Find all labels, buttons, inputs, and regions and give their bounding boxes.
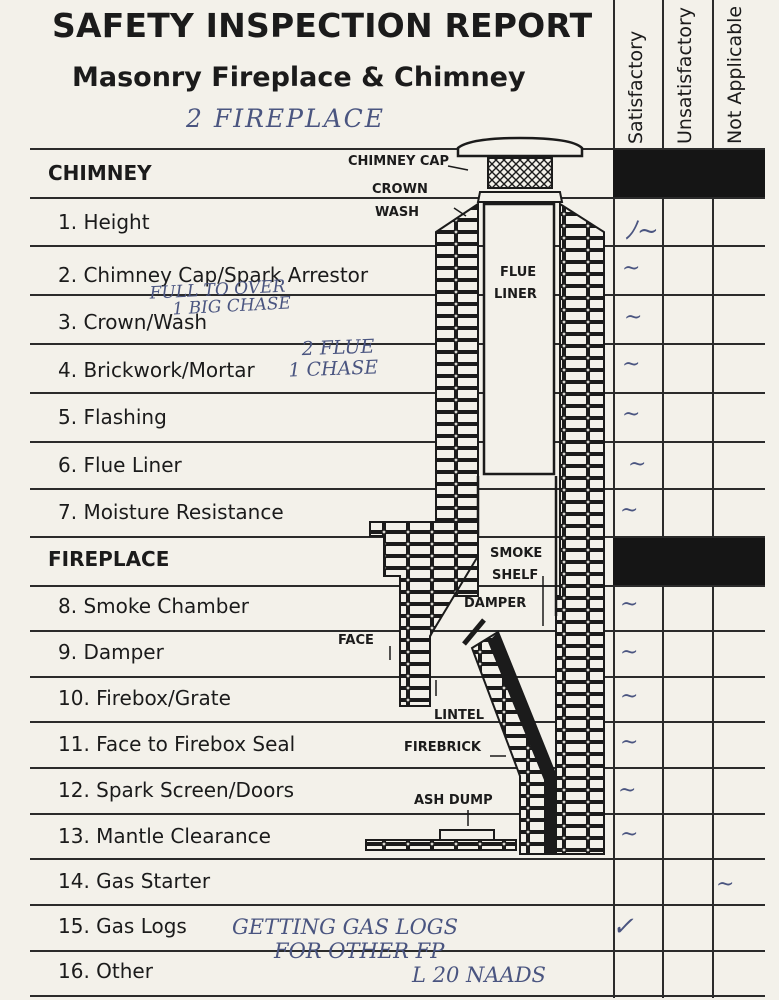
check-mark-crown: ~ bbox=[624, 305, 643, 330]
row-divider bbox=[30, 813, 765, 815]
handwritten-note-gas-logs: GETTING GAS LOGS FOR OTHER FP L 20 NAADS bbox=[232, 915, 546, 987]
row-label-damper: 9. Damper bbox=[58, 640, 164, 664]
diagram-label-shelf: SHELF bbox=[492, 568, 539, 583]
column-divider bbox=[712, 0, 714, 998]
handwritten-top-note: 2 FIREPLACE bbox=[186, 104, 386, 133]
diagram-label-liner: LINER bbox=[494, 287, 537, 302]
diagram-label-flue: FLUE bbox=[500, 265, 537, 280]
column-divider bbox=[613, 0, 615, 998]
row-divider bbox=[30, 392, 765, 394]
row-divider bbox=[30, 950, 765, 952]
row-divider bbox=[30, 630, 765, 632]
section-label-fireplace: FIREPLACE bbox=[48, 547, 170, 571]
diagram-label-damper: DAMPER bbox=[464, 596, 527, 611]
row-divider bbox=[30, 488, 765, 490]
check-mark-flashing: ~ bbox=[622, 402, 641, 427]
handwritten-note-chimney-cap: FULL TO OVER 1 BIG CHASE bbox=[149, 276, 292, 320]
check-mark-mantle: ~ bbox=[620, 822, 639, 847]
row-divider bbox=[30, 995, 765, 997]
row-divider bbox=[30, 441, 765, 443]
diagram-label-chimney-cap: CHIMNEY CAP bbox=[348, 154, 450, 169]
row-label-spark-screen: 12. Spark Screen/Doors bbox=[58, 778, 294, 802]
row-label-gas-starter: 14. Gas Starter bbox=[58, 869, 211, 893]
check-mark-spark-screen: ~ bbox=[618, 778, 637, 803]
diagram-label-crown: CROWN bbox=[372, 182, 428, 197]
row-divider bbox=[30, 585, 765, 587]
column-header-unsatisfactory: Unsatisfactory bbox=[674, 6, 696, 144]
report-subtitle: Masonry Fireplace & Chimney bbox=[72, 62, 526, 93]
row-label-flashing: 5. Flashing bbox=[58, 405, 167, 429]
row-label-brickwork: 4. Brickwork/Mortar bbox=[58, 358, 255, 382]
check-mark-gas-logs: ✓ bbox=[612, 912, 634, 942]
check-mark-damper: ~ bbox=[620, 640, 639, 665]
row-label-chimney-cap: 2. Chimney Cap/Spark Arrestor bbox=[58, 263, 369, 287]
row-label-flue-liner: 6. Flue Liner bbox=[58, 453, 182, 477]
row-label-face-seal: 11. Face to Firebox Seal bbox=[58, 732, 296, 756]
row-divider bbox=[30, 148, 765, 150]
row-label-smoke-chamber: 8. Smoke Chamber bbox=[58, 594, 249, 618]
diagram-label-wash: WASH bbox=[375, 205, 420, 220]
check-mark-flue-liner: ~ bbox=[628, 452, 647, 477]
row-label-other: 16. Other bbox=[58, 959, 153, 983]
check-mark-firebox: ~ bbox=[620, 684, 639, 709]
section-bar-fireplace bbox=[613, 538, 765, 585]
row-label-height: 1. Height bbox=[58, 210, 150, 234]
diagram-label-firebrick: FIREBRICK bbox=[404, 740, 481, 755]
column-divider bbox=[662, 0, 664, 998]
row-divider bbox=[30, 197, 765, 199]
row-divider bbox=[30, 294, 765, 296]
section-bar-chimney bbox=[613, 150, 765, 197]
chimney-diagram bbox=[365, 136, 605, 855]
row-divider bbox=[30, 245, 765, 247]
report-title: SAFETY INSPECTION REPORT bbox=[52, 6, 593, 45]
row-label-crown-wash: 3. Crown/Wash bbox=[58, 310, 208, 334]
row-divider bbox=[30, 676, 765, 678]
row-divider bbox=[30, 858, 765, 860]
diagram-label-face: FACE bbox=[338, 633, 374, 648]
check-mark-height: ﾉ~ bbox=[624, 216, 659, 246]
row-divider bbox=[30, 343, 765, 345]
row-label-firebox: 10. Firebox/Grate bbox=[58, 686, 231, 710]
diagram-label-smoke: SMOKE bbox=[490, 546, 543, 561]
check-mark-brickwork: ~ bbox=[622, 352, 641, 377]
row-label-gas-logs: 15. Gas Logs bbox=[58, 914, 187, 938]
check-mark-gas-starter-na: ~ bbox=[716, 872, 735, 897]
check-mark-face-seal: ~ bbox=[620, 730, 639, 755]
row-divider bbox=[30, 721, 765, 723]
check-mark-moisture: ~ bbox=[620, 498, 639, 523]
row-label-mantle: 13. Mantle Clearance bbox=[58, 824, 271, 848]
row-divider bbox=[30, 904, 765, 906]
check-mark-smoke-chamber: ~ bbox=[620, 592, 639, 617]
row-divider bbox=[30, 767, 765, 769]
diagram-label-lintel: LINTEL bbox=[434, 708, 485, 723]
column-header-satisfactory: Satisfactory bbox=[625, 30, 647, 144]
section-label-chimney: CHIMNEY bbox=[48, 161, 152, 185]
row-label-moisture: 7. Moisture Resistance bbox=[58, 500, 284, 524]
handwritten-note-brickwork: 2 FLUE 1 CHASE bbox=[287, 335, 379, 382]
diagram-label-ash-dump: ASH DUMP bbox=[414, 793, 493, 808]
check-mark-chimney-cap: ~ bbox=[622, 256, 641, 281]
column-header-not-applicable: Not Applicable bbox=[724, 5, 746, 144]
